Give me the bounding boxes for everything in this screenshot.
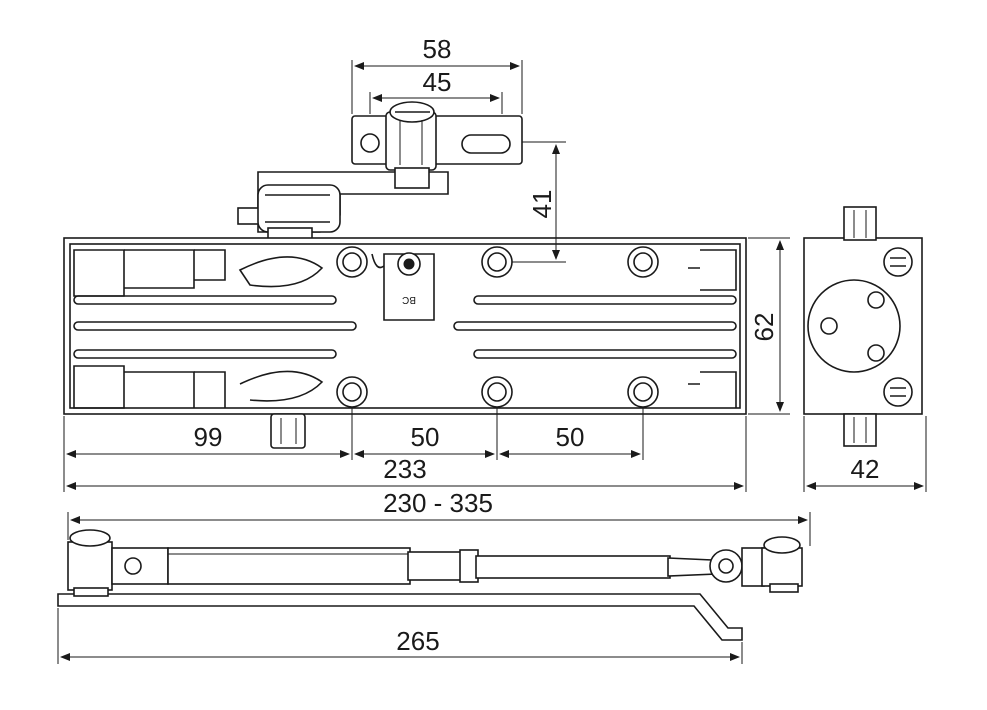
dim-99: 99 (194, 422, 223, 452)
closer-body: BC (63, 237, 747, 449)
arm-assembly (57, 529, 803, 641)
dim-50-first: 50 (411, 422, 440, 452)
side-view (803, 206, 923, 447)
dim-265: 265 (396, 626, 439, 656)
dim-50-second: 50 (556, 422, 585, 452)
dim-230-335: 230 - 335 (383, 488, 493, 518)
arm-bracket (237, 101, 523, 241)
dim-41: 41 (527, 190, 557, 219)
dimension-lines (57, 60, 927, 664)
dim-58: 58 (423, 34, 452, 64)
dim-62: 62 (749, 313, 779, 342)
dim-233: 233 (383, 454, 426, 484)
dim-45: 45 (423, 67, 452, 97)
body-slots (73, 295, 737, 359)
dim-42: 42 (851, 454, 880, 484)
body-label: BC (402, 294, 416, 305)
